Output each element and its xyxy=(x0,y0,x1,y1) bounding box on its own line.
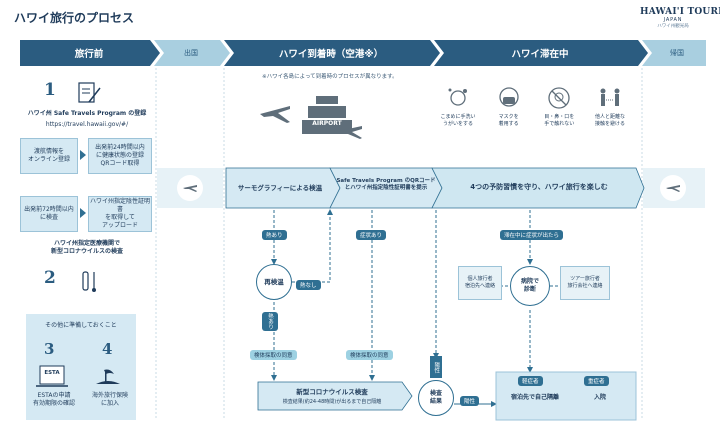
airplane-icon xyxy=(666,185,680,192)
beach-icon xyxy=(96,369,120,384)
fever-2-tag: 熱あり xyxy=(262,312,278,331)
step-2-number: 2 xyxy=(44,268,56,288)
retemp-node: 再検温 xyxy=(256,264,292,300)
upload-cert-box: ハワイ州指定陰性証明書 を取得して アップロード xyxy=(88,196,152,232)
mild-tag: 軽症者 xyxy=(518,376,543,386)
departure-plane xyxy=(177,175,203,201)
mild-action: 宿泊先で自己隔離 xyxy=(510,394,559,401)
symptoms-tag: 症状あり xyxy=(356,230,387,240)
phase-return-bar xyxy=(642,40,706,66)
step-2-title: ハワイ州指定医療機関で 新型コロナウイルスの検査 xyxy=(50,240,123,256)
phase-arrival-label: ハワイ到着時（空港※） xyxy=(278,49,384,60)
fever-tag: 熱あり xyxy=(262,230,287,240)
airport-illustration xyxy=(260,96,362,139)
no-fever-tag: 熱なし xyxy=(296,280,321,290)
arrow-right-icon xyxy=(80,208,86,218)
test-72h-box: 出発前72時間以内 に検査 xyxy=(20,196,78,232)
phase-stay-bar xyxy=(434,40,648,66)
logo-main-text: HAWAI'I TOURISM xyxy=(640,7,720,17)
esta-icon-label: ESTA xyxy=(44,370,60,376)
prep-esta-text: ESTAの申請 有効期限の確認 xyxy=(32,392,75,408)
severe-action: 入院 xyxy=(593,394,606,401)
precaution-item: マスクを 着用する xyxy=(485,86,533,146)
prep-number-4: 4 xyxy=(102,340,113,358)
tour-traveler-box: ツアー旅行者 旅行会社へ連絡 xyxy=(560,266,610,300)
arrow-right-icon xyxy=(80,150,86,160)
logo-jp-text: ハワイ州観光局 xyxy=(657,24,689,29)
phase-arrival-bar xyxy=(224,40,440,66)
handwash-icon xyxy=(448,88,467,106)
precaution-item: こまめに手洗い うがいをする xyxy=(434,86,482,146)
diagnosis-result-box xyxy=(495,371,637,421)
airport-sign-text: AIRPORT xyxy=(312,120,342,127)
no-touch-icon xyxy=(548,87,570,109)
enjoy-band xyxy=(431,167,645,209)
precaution-item: 目・鼻・口を 手で触れない xyxy=(535,86,583,146)
individual-traveler-box: 個人旅行者 宿泊先へ連絡 xyxy=(458,266,502,300)
thermo-label: サーモグラフィーによる検温 xyxy=(237,184,323,192)
severe-tag: 重症者 xyxy=(584,376,609,386)
positive-horizontal-tag: 陽性 xyxy=(460,396,480,406)
positive-vertical-tag: 陽性 xyxy=(430,356,442,378)
phase-before-bar xyxy=(20,40,160,66)
precaution-label: マスクを 着用する xyxy=(498,114,519,127)
logo: HAWAI'I TOURISM JAPAN ハワイ州観光局 xyxy=(640,7,720,29)
consent-2-tag: 検体採取の同意 xyxy=(346,350,393,360)
swab-test-icon xyxy=(82,271,96,292)
mask-icon xyxy=(499,87,519,107)
safe-qr-label: Safe Travels Program のQRコード とハワイ州指定陰性証明書… xyxy=(336,178,436,192)
step-1-title: ハワイ州 Safe Travels Program の登録 xyxy=(27,110,147,117)
enjoy-label: 4つの予防習慣を守り、ハワイ旅行を楽しむ xyxy=(470,183,608,191)
airplane-icon xyxy=(183,185,197,192)
precaution-label: 他人と距離な 接触を避ける xyxy=(594,114,625,127)
step-1-url[interactable]: https://travel.hawaii.gov/#/ xyxy=(45,121,129,128)
test-title: 新型コロナウイルス検査 xyxy=(296,388,368,396)
prep-title: その他に準備しておくこと xyxy=(45,322,117,329)
phase-stay-label: ハワイ滞在中 xyxy=(511,49,569,60)
logo-sub-text: JAPAN xyxy=(663,17,683,23)
page-title: ハワイ旅行のプロセス xyxy=(14,11,135,25)
prep-insurance-text: 海外旅行保険 に加入 xyxy=(91,392,128,408)
distance-icon xyxy=(600,88,620,106)
phase-departure-label: 出国 xyxy=(184,49,198,57)
test-result-node: 検査 結果 xyxy=(418,380,454,416)
arrival-note: ※ハワイ各島によって到着時のプロセスが異なります。 xyxy=(262,74,398,80)
phase-departure-bar xyxy=(154,40,230,66)
phase-before-label: 旅行前 xyxy=(74,49,104,60)
prep-number-3: 3 xyxy=(44,340,55,358)
esta-monitor-icon xyxy=(39,365,65,385)
hospital-node: 病院で 診断 xyxy=(510,266,550,306)
online-register-box: 渡航情報を オンライン登録 xyxy=(20,138,78,174)
precaution-label: こまめに手洗い うがいをする xyxy=(440,114,476,127)
test-band xyxy=(257,381,413,411)
qr-register-box: 出発前24時間以内 に健康状態の登録 QRコード取得 xyxy=(88,138,152,174)
precaution-label: 目・鼻・口を 手で触れない xyxy=(544,114,575,127)
return-plane xyxy=(660,175,686,201)
step-1-number: 1 xyxy=(44,80,56,100)
consent-1-tag: 検体採取の同意 xyxy=(250,350,297,360)
precaution-item: 他人と距離な 接触を避ける xyxy=(586,86,634,146)
phase-return-label: 帰国 xyxy=(670,49,684,57)
symptoms-stay-tag: 滞在中に症状が出たら xyxy=(500,230,564,240)
test-note: 検査結果(約24-48時間)が出るまで自己隔離 xyxy=(282,399,382,405)
document-pen-icon xyxy=(78,82,101,103)
precaution-list: こまめに手洗い うがいをする マスクを 着用する 目・鼻・口を 手で触れない 他… xyxy=(434,86,634,146)
